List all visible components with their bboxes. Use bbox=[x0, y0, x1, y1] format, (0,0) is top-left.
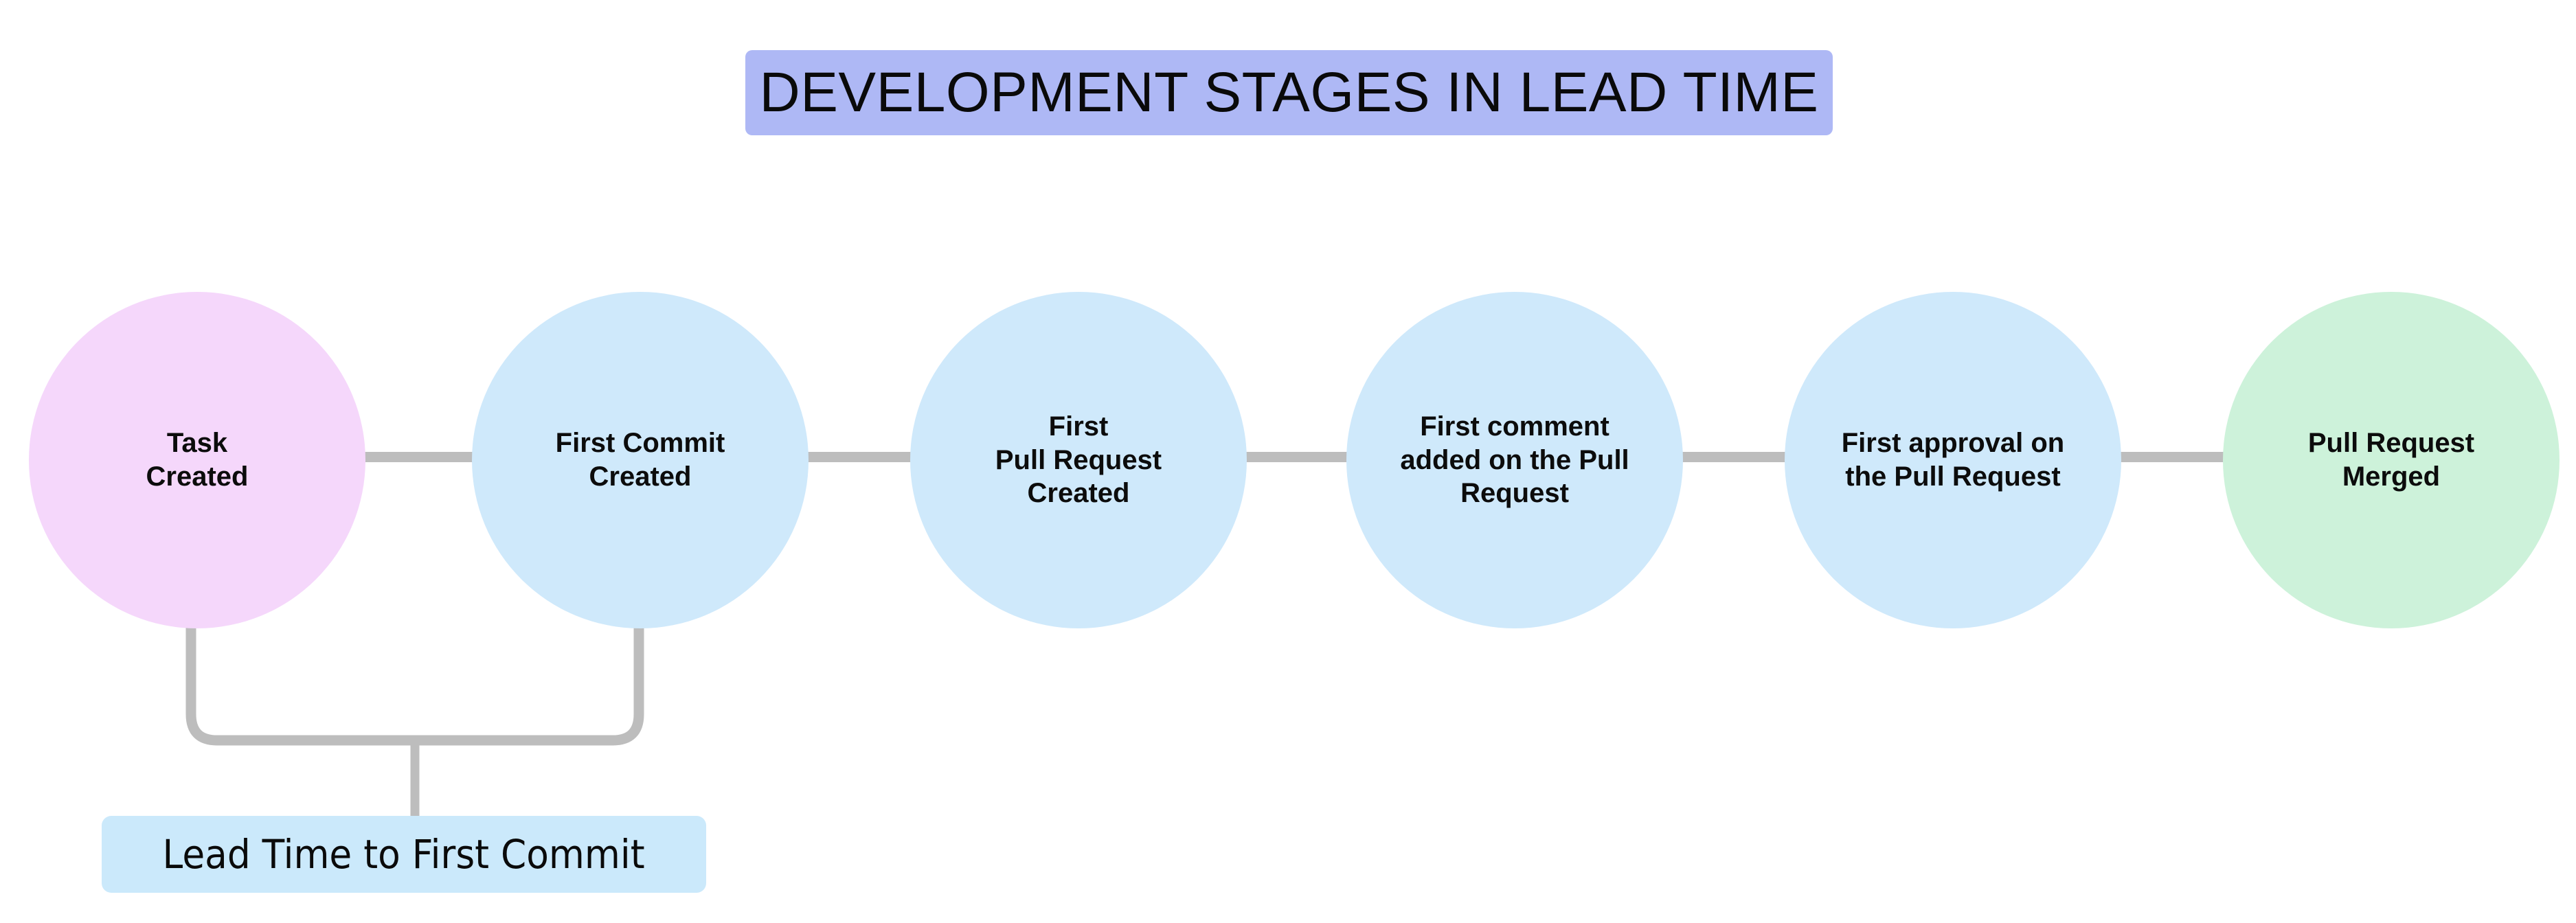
diagram-title-box: DEVELOPMENT STAGES IN LEAD TIME bbox=[745, 50, 1833, 135]
stage-node-first-comment-on-pull-request[interactable]: First comment added on the Pull Request bbox=[1346, 292, 1683, 628]
lead-time-measure-label: Lead Time to First Commit bbox=[162, 831, 646, 878]
stage-label: Pull Request Merged bbox=[2307, 428, 2475, 492]
stage-node-pull-request-merged[interactable]: Pull Request Merged bbox=[2223, 292, 2560, 628]
stage-node-task-created[interactable]: Task Created bbox=[29, 292, 365, 628]
stage-label: First approval on the Pull Request bbox=[1841, 428, 2065, 492]
stage-node-first-commit-created[interactable]: First Commit Created bbox=[472, 292, 809, 628]
stage-label: First Pull Request Created bbox=[995, 411, 1162, 509]
stage-label: Task Created bbox=[146, 428, 249, 492]
stage-label: First Commit Created bbox=[555, 428, 725, 492]
lead-time-measure-box[interactable]: Lead Time to First Commit bbox=[102, 816, 706, 893]
stage-node-first-pull-request-created[interactable]: First Pull Request Created bbox=[910, 292, 1247, 628]
page-title: DEVELOPMENT STAGES IN LEAD TIME bbox=[759, 61, 1819, 124]
stage-node-first-approval-on-pull-request[interactable]: First approval on the Pull Request bbox=[1785, 292, 2121, 628]
stage-label: First comment added on the Pull Request bbox=[1400, 411, 1629, 509]
